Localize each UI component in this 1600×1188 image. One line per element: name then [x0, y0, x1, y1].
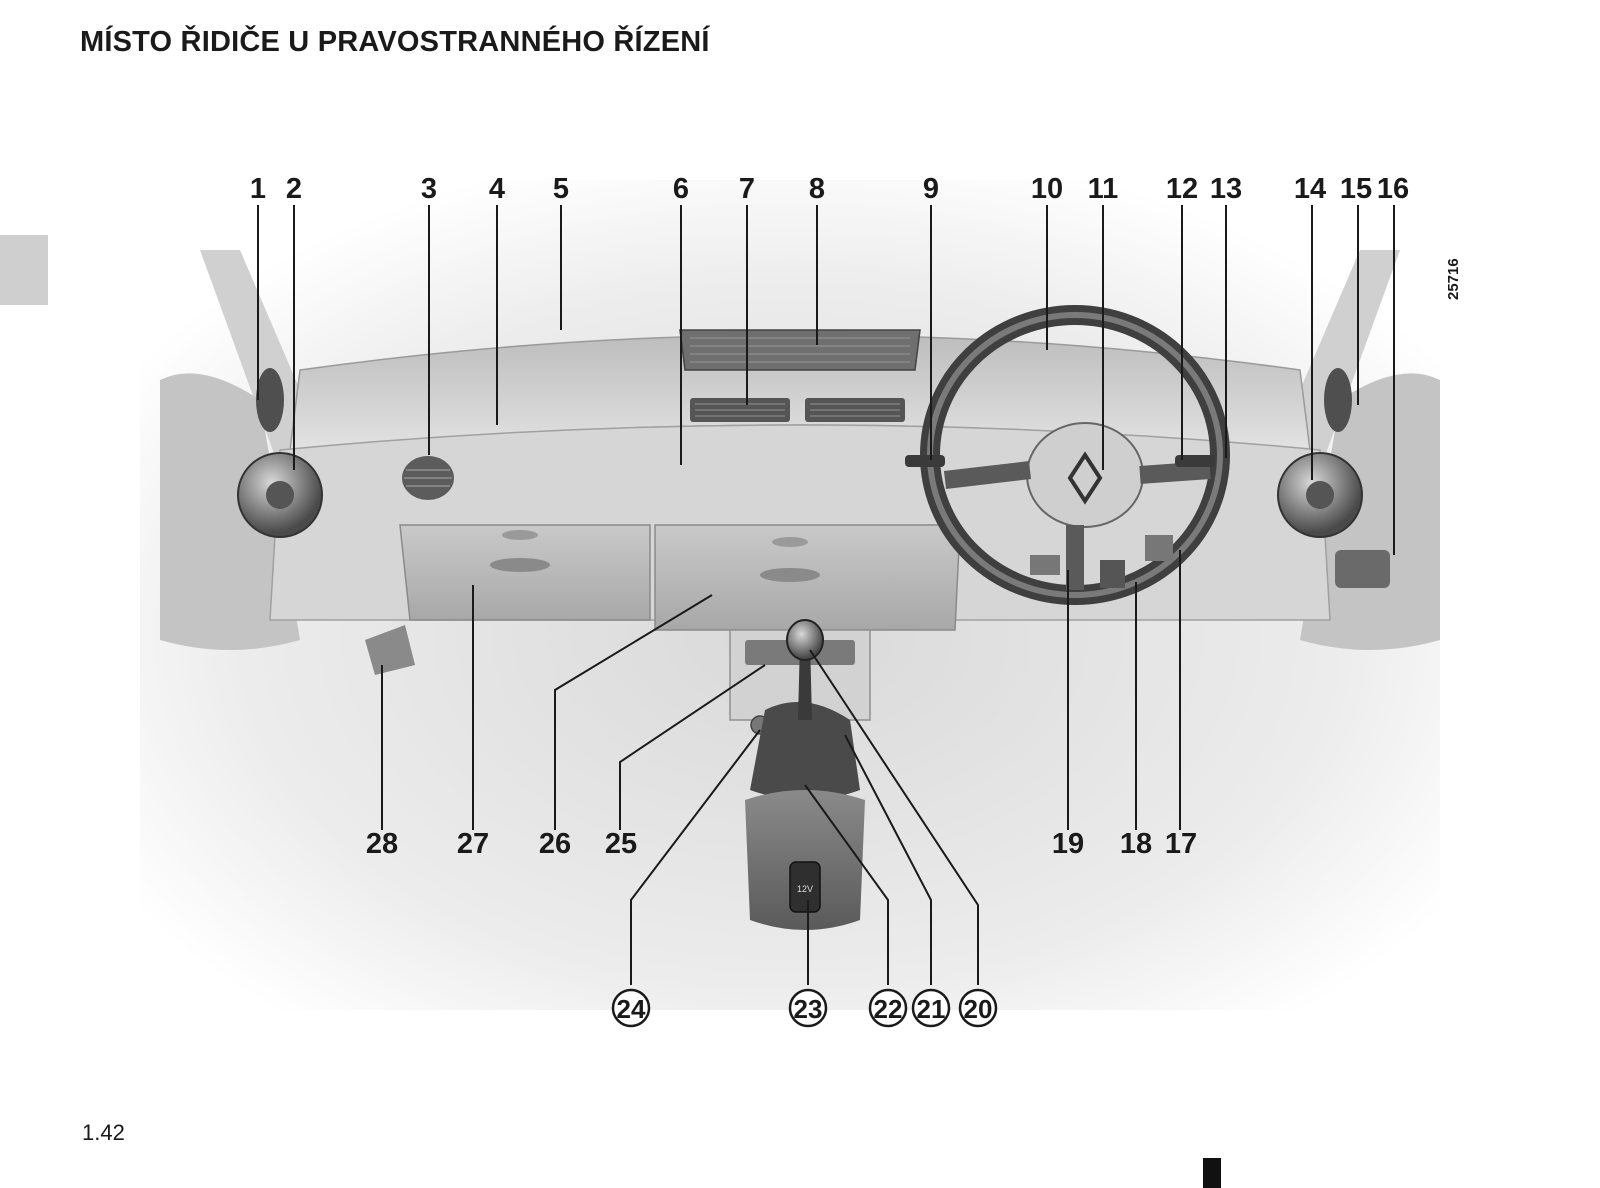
- left-stalk: [905, 455, 945, 467]
- glove-box-handle-left: [490, 558, 550, 572]
- callout-28: 28: [366, 828, 398, 860]
- glove-box-latch-left: [502, 530, 538, 540]
- circled-leader-lines: [630, 649, 979, 985]
- circled-callouts: 24 23 22 21 20: [611, 988, 998, 1028]
- page-number: 1.42: [82, 1120, 125, 1145]
- instrument-display: [679, 329, 921, 371]
- gear-knob: [786, 619, 824, 661]
- glove-box-latch-right: [772, 537, 808, 547]
- callout-12: 12: [1166, 173, 1198, 205]
- callout-24: 24: [617, 994, 646, 1024]
- bonnet-release-lever: [365, 625, 415, 675]
- lower-switch-center: [1100, 560, 1125, 588]
- passenger-vent-slats: [404, 469, 452, 487]
- callout-27: 27: [457, 828, 489, 860]
- power-socket: [789, 861, 821, 913]
- section-tab-marker: [0, 235, 48, 305]
- callout-11: 11: [1088, 173, 1119, 205]
- callout-5: 5: [553, 173, 569, 205]
- figure-reference-code: 25716: [1445, 258, 1462, 300]
- callout-18: 18: [1120, 828, 1152, 860]
- callout-19: 19: [1052, 828, 1084, 860]
- callout-8: 8: [809, 173, 825, 205]
- top-callout-numbers: 1 2 3 4 5 6 7 8 9 10 11 12 13 14 15 16: [250, 173, 1409, 205]
- callout-26: 26: [539, 828, 571, 860]
- circle-20: [958, 988, 998, 1028]
- lower-switch-left: [1030, 555, 1060, 575]
- callout-6: 6: [673, 173, 689, 205]
- brand-logo: [1067, 451, 1103, 505]
- display-texture: [690, 337, 910, 363]
- callout-1: 1: [250, 173, 266, 205]
- callout-2: 2: [286, 173, 302, 205]
- left-side-vent: [256, 368, 284, 432]
- steering-wheel-hub: [1026, 422, 1144, 528]
- callout-3: 3: [421, 173, 437, 205]
- callout-14: 14: [1294, 173, 1326, 205]
- upper-glove-box: [399, 524, 651, 621]
- callout-25: 25: [605, 828, 637, 860]
- callout-16: 16: [1377, 173, 1409, 205]
- right-stalk: [1175, 455, 1215, 467]
- left-round-vent-center: [266, 481, 294, 509]
- callout-17: 17: [1165, 828, 1197, 860]
- top-leader-lines: [257, 205, 1395, 555]
- circle-22: [868, 988, 908, 1028]
- callout-13: 13: [1210, 173, 1242, 205]
- page-edge-marker: [1203, 1158, 1221, 1188]
- window-switch-panel: [1335, 550, 1390, 588]
- circle-24: [611, 988, 651, 1028]
- power-socket-label: 12V: [797, 884, 813, 894]
- callout-9: 9: [923, 173, 939, 205]
- callout-23: 23: [794, 994, 823, 1024]
- callout-22: 22: [874, 994, 903, 1024]
- bottom-leader-lines: [381, 550, 1181, 830]
- right-side-vent: [1324, 368, 1352, 432]
- bottom-callout-numbers: 28 27 26 25 19 18 17: [366, 828, 1197, 860]
- right-round-vent-center: [1306, 481, 1334, 509]
- page-title: MÍSTO ŘIDIČE U PRAVOSTRANNÉHO ŘÍZENÍ: [80, 26, 710, 58]
- callout-21: 21: [917, 994, 946, 1024]
- gear-boot: [750, 702, 860, 800]
- callout-7: 7: [739, 173, 755, 205]
- glove-box-handle-right: [760, 568, 820, 582]
- left-door-panel: [160, 373, 300, 650]
- circle-21: [911, 988, 951, 1028]
- callout-15: 15: [1340, 173, 1372, 205]
- callout-20: 20: [964, 994, 993, 1024]
- callout-10: 10: [1031, 173, 1063, 205]
- lower-switch-right: [1145, 535, 1173, 561]
- callout-4: 4: [489, 173, 505, 205]
- vent-slats: [695, 403, 900, 417]
- circle-23: [788, 988, 828, 1028]
